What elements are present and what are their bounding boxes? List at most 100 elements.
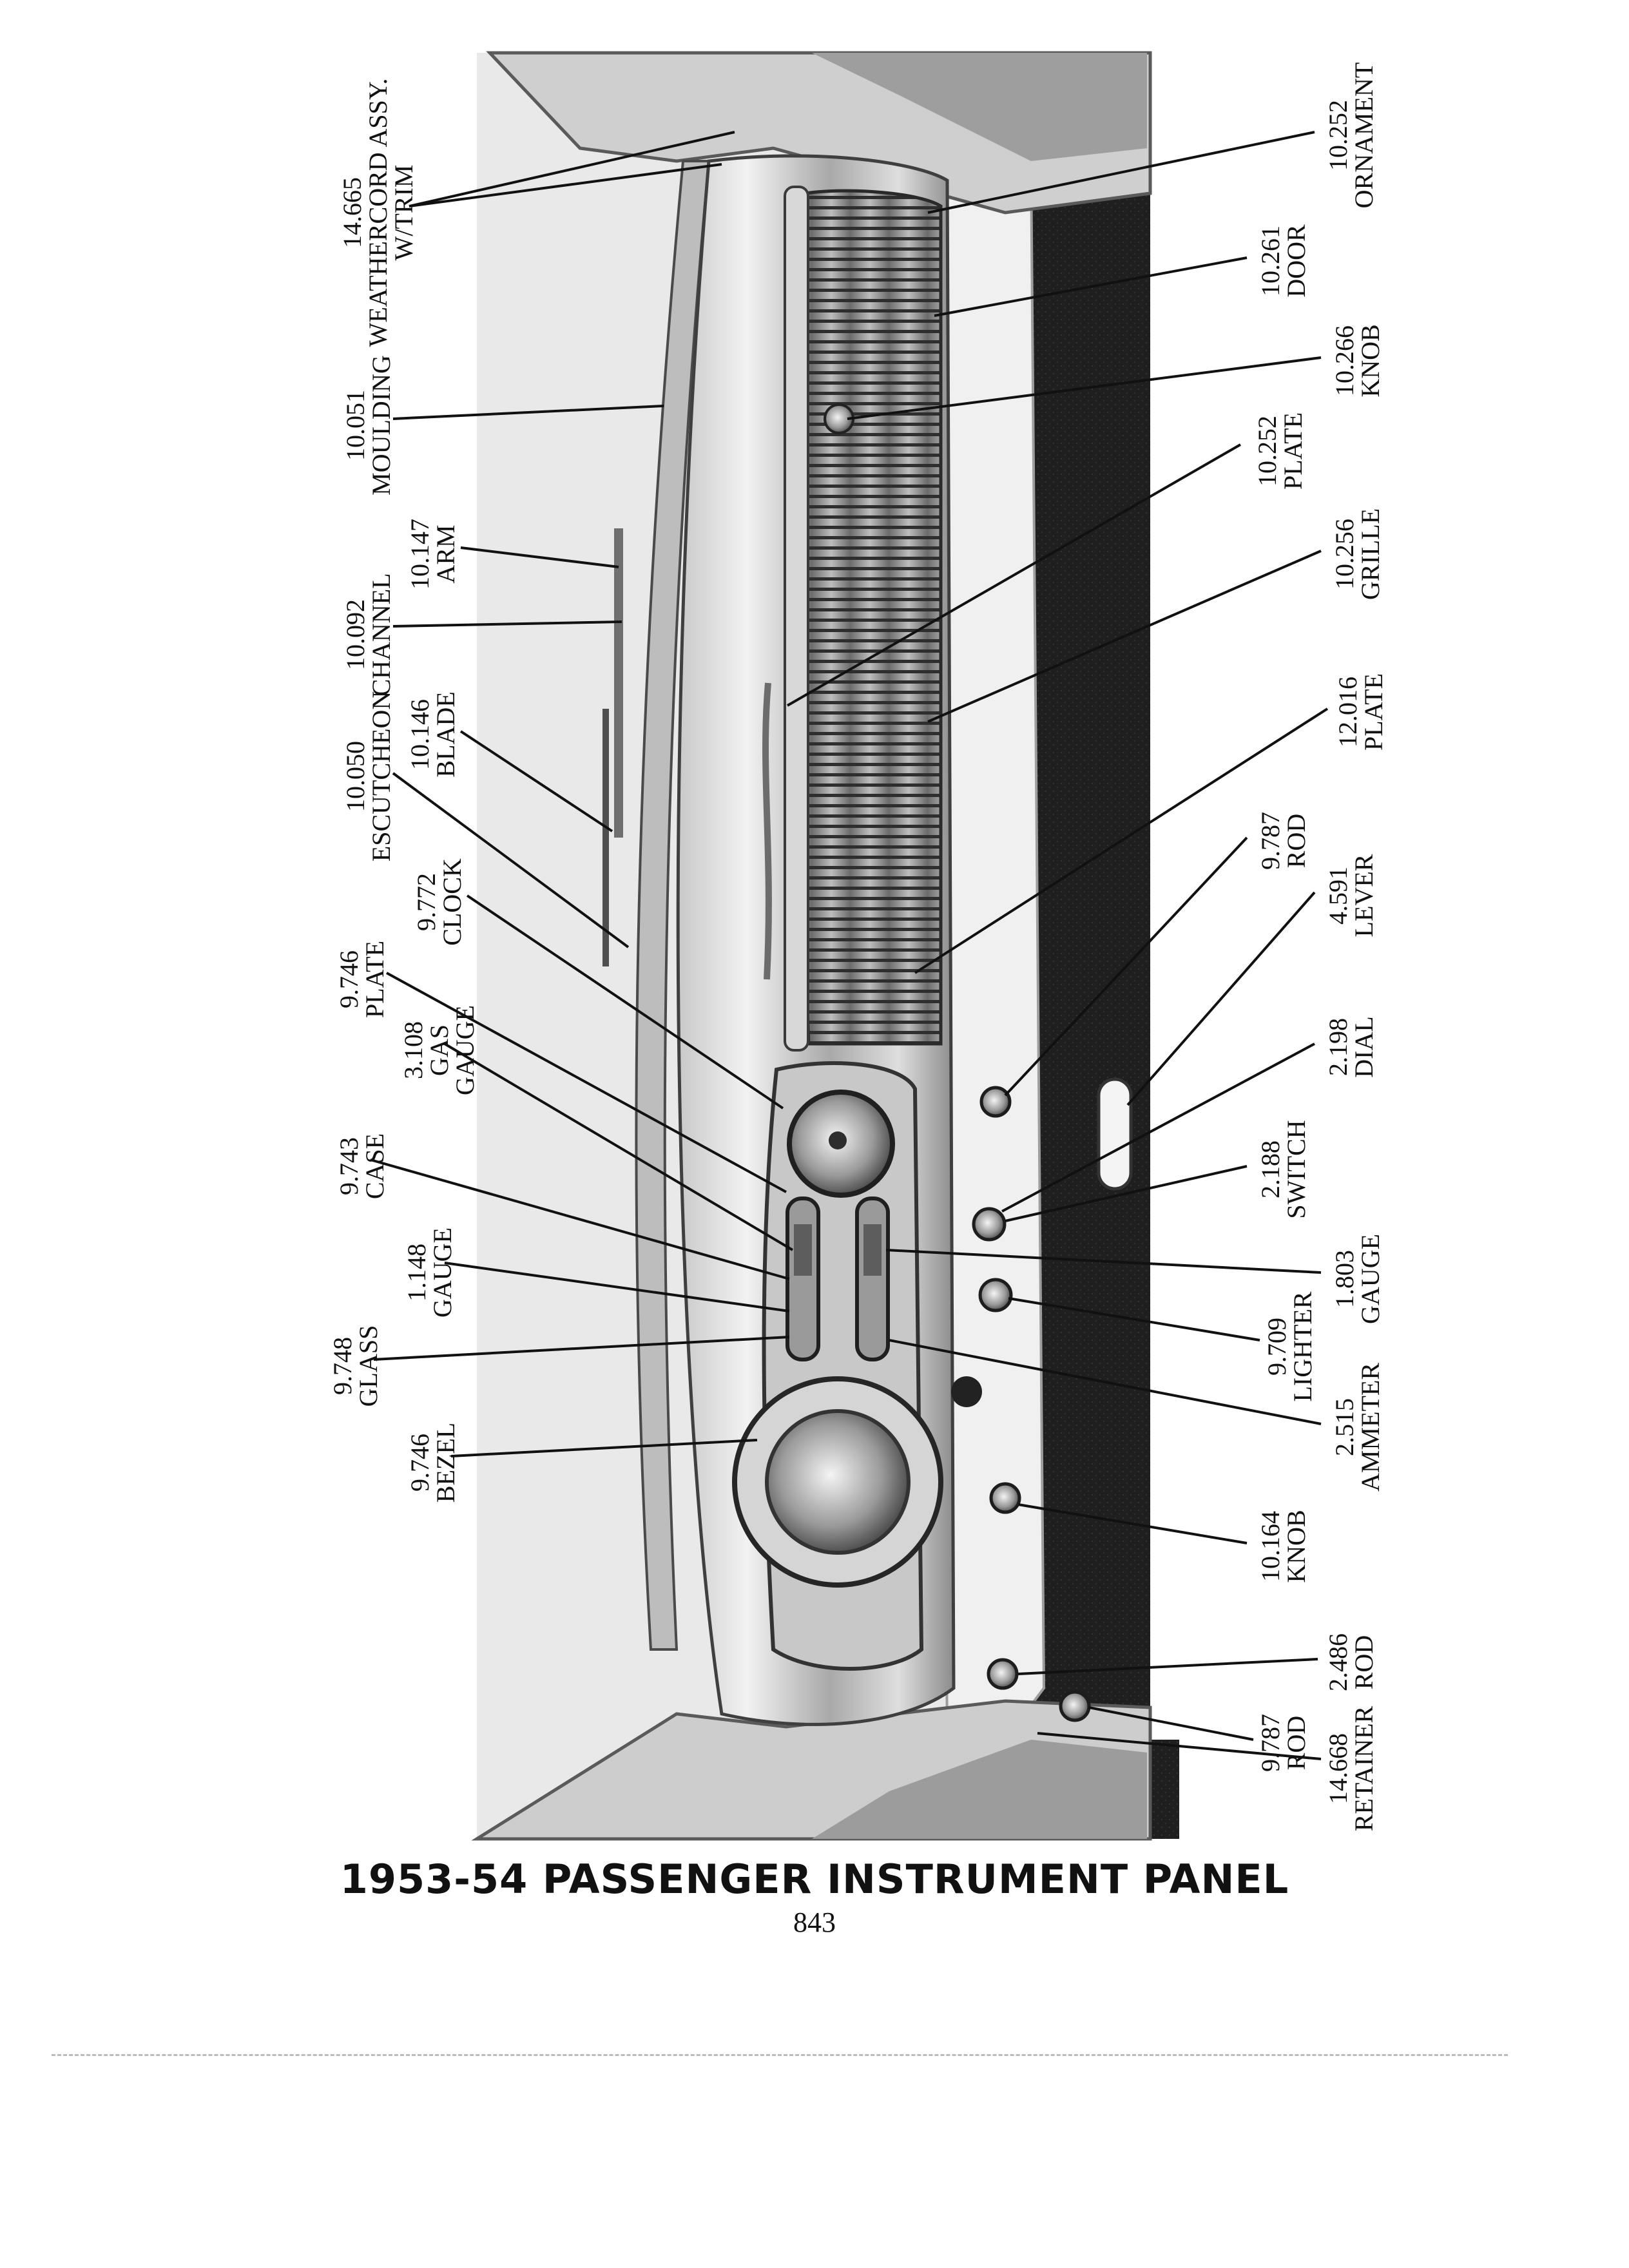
right-callout-9-line-1: SWITCH [1282,1120,1311,1218]
right-gauge-glass [863,1224,882,1276]
lever-slot [1097,1077,1133,1191]
upper-pillar [812,53,1147,161]
left-callout-7-line-0: 9.746 [334,950,363,1008]
right-callout-14: 2.486ROD [1324,1633,1378,1691]
left-gauge-glass [794,1224,812,1276]
right-callout-1: 10.261DOOR [1256,224,1311,298]
leader-lines-left [370,131,794,1457]
lower-pillar [812,1740,1147,1839]
dark-strip [1031,53,1150,1839]
right-callout-1-line-0: 10.261 [1256,226,1285,296]
scan-footer-rule [52,2054,1508,2056]
right-callout-7-line-0: 4.591 [1324,867,1353,925]
panel-photo [471,51,1179,1841]
right-callout-8-line-0: 2.198 [1324,1018,1353,1076]
left-callout-9: 9.743CASE [334,1133,389,1199]
left-callout-9-line-0: 9.743 [334,1137,363,1195]
left-callout-4-line-0: 10.146 [405,699,434,770]
right-callout-16-line-0: 14.668 [1324,1733,1353,1804]
right-callout-2-line-0: 10.266 [1330,325,1359,396]
right-callout-10-line-0: 1.803 [1330,1250,1359,1308]
ashtray-hole [951,1376,982,1407]
right-callout-8: 2.198DIAL [1324,1016,1378,1078]
leader-lines-right [787,131,1329,1760]
right-callout-0-line-0: 10.252 [1324,100,1353,171]
right-callout-3-line-0: 10.252 [1253,416,1282,486]
left-callout-10-line-0: 1.148 [402,1244,431,1302]
right-callout-13-line-0: 10.164 [1256,1511,1285,1582]
right-callout-6: 9.787ROD [1256,812,1311,870]
right-callout-5: 12.016PLATE [1333,673,1388,751]
left-callout-4-line-1: BLADE [431,691,460,777]
left-callout-1-line-1: MOULDING [367,355,396,495]
right-callout-0: 10.252ORNAMENT [1324,62,1378,209]
right-callout-2-line-1: KNOB [1356,324,1385,397]
right-callout-16: 14.668RETAINER [1324,1706,1378,1831]
left-callout-8-line-2: GAUGE [450,1005,479,1095]
right-callout-15: 9.787ROD [1256,1714,1311,1772]
right-callout-5-line-0: 12.016 [1333,677,1362,747]
left-callout-6-line-1: CLOCK [438,858,467,946]
left-callout-7-line-1: PLATE [360,941,389,1018]
left-callout-4: 10.146BLADE [405,691,460,777]
rod-knob-upper [979,1086,1012,1118]
right-callout-12: 2.515AMMETER [1330,1363,1385,1492]
left-callout-8: 3.108GASGAUGE [399,1005,479,1095]
left-callout-5: 10.050ESCUTCHEON [341,691,396,861]
right-callout-3-line-1: PLATE [1278,412,1307,490]
left-callout-0-line-1: WEATHERCORD ASSY. [363,78,392,347]
left-callout-7: 9.746PLATE [334,941,389,1018]
right-callout-5-line-1: PLATE [1359,673,1388,751]
heater-knob [989,1482,1021,1514]
right-callout-2: 10.266KNOB [1330,324,1385,397]
left-callout-10-line-1: GAUGE [428,1227,457,1318]
callout-labels-left: 14.665WEATHERCORD ASSY.W/TRIM 10.051MOULD… [328,78,479,1503]
grille-plate [784,186,809,1052]
right-callout-9: 2.188SWITCH [1256,1120,1311,1218]
left-callout-1: 10.051MOULDING [341,355,396,495]
left-callout-5-line-0: 10.050 [341,741,370,812]
left-callout-3: 10.092CHANNEL [341,573,396,696]
right-callout-6-line-0: 9.787 [1256,812,1285,870]
right-callout-15-line-1: ROD [1282,1716,1311,1770]
rod-knob-right [1059,1690,1091,1722]
left-callout-0-line-2: W/TRIM [389,165,418,261]
right-callout-6-line-1: ROD [1282,814,1311,868]
left-callout-3-line-1: CHANNEL [367,573,396,696]
left-callout-8-line-0: 3.108 [399,1021,428,1079]
left-callout-9-line-1: CASE [360,1133,389,1199]
clock-center [829,1131,847,1149]
right-callout-11-line-0: 9.709 [1262,1318,1291,1376]
right-callout-11: 9.709LIGHTER [1262,1291,1317,1401]
lighter-knob [978,1278,1013,1312]
right-callout-9-line-0: 2.188 [1256,1140,1285,1198]
right-callout-7-line-1: LEVER [1349,854,1378,937]
right-callout-7: 4.591LEVER [1324,854,1378,937]
callout-labels-right: 10.252ORNAMENT10.261DOOR10.266KNOB10.252… [1253,62,1388,1832]
left-callout-12-line-0: 9.746 [405,1434,434,1492]
page-number: 843 [793,1907,836,1938]
right-callout-4-line-0: 10.256 [1330,519,1359,590]
left-callout-8-line-1: GAS [425,1024,454,1076]
right-gauge-window [855,1196,890,1361]
right-callout-13: 10.164KNOB [1256,1510,1311,1582]
right-callout-16-line-1: RETAINER [1349,1706,1378,1831]
left-callout-12-line-1: BEZEL [431,1423,460,1503]
left-callout-2-line-1: ARM [431,524,460,583]
right-callout-4: 10.256GRILLE [1330,508,1385,600]
left-callout-2-line-0: 10.147 [405,519,434,590]
windshield-moulding [635,160,711,1651]
right-callout-12-line-1: AMMETER [1356,1363,1385,1492]
left-callout-11-line-1: GLASS [354,1325,383,1407]
left-callout-0: 14.665WEATHERCORD ASSY.W/TRIM [338,78,418,347]
right-callout-14-line-0: 2.486 [1324,1633,1353,1691]
left-callout-1-line-0: 10.051 [341,390,370,461]
speedometer-dial [765,1409,911,1555]
right-callout-0-line-1: ORNAMENT [1349,62,1378,209]
right-callout-14-line-1: ROD [1349,1635,1378,1689]
right-callout-15-line-0: 9.787 [1256,1714,1285,1772]
right-callout-10: 1.803GAUGE [1330,1234,1385,1324]
left-callout-12: 9.746BEZEL [405,1423,460,1503]
left-callout-6-line-0: 9.772 [412,873,441,931]
